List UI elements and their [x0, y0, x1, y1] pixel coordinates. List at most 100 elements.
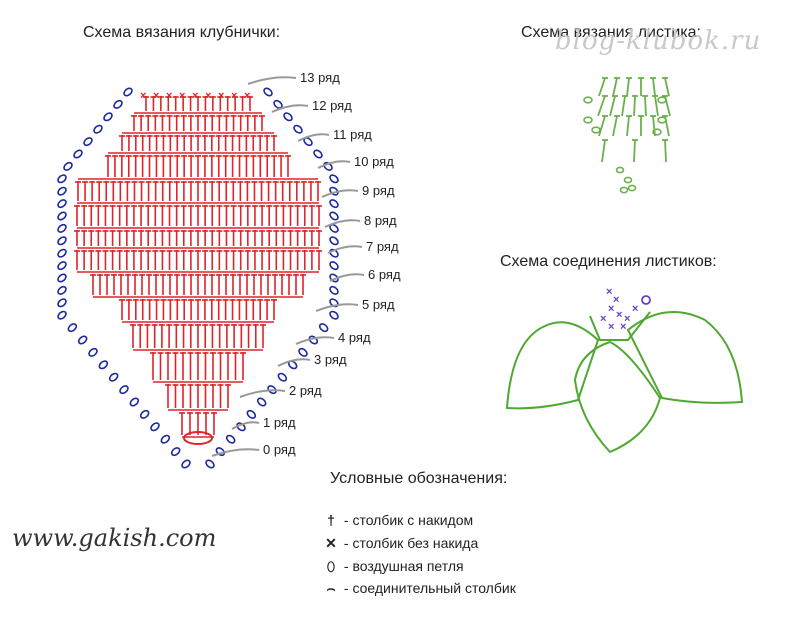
chain-stitch — [108, 372, 119, 382]
chain-stitch — [256, 397, 267, 407]
row-label: 4 ряд — [338, 330, 371, 345]
center-cup-shape — [589, 311, 651, 341]
row-leader — [297, 133, 330, 142]
single-crochet-mark: × — [205, 90, 211, 102]
chain-stitch — [329, 261, 339, 271]
strawberry-red-stitches: ××××××××× — [74, 90, 322, 445]
row-label: 10 ряд — [354, 154, 394, 169]
joining-single-crochet: × — [600, 313, 606, 325]
single-crochet-mark: × — [166, 90, 172, 102]
chain-stitch — [329, 248, 339, 258]
magic-ring — [183, 431, 213, 445]
strawberry-blue-outline — [57, 87, 339, 469]
chain-stitch — [160, 434, 171, 444]
chain-stitch — [57, 310, 67, 320]
single-crochet-icon: ✕ — [325, 535, 337, 551]
chain-stitch — [57, 223, 67, 233]
leaf-stitch — [601, 139, 606, 163]
chain-stitch — [313, 149, 323, 159]
chain-stitch — [57, 248, 67, 258]
leaf-stitch — [664, 139, 667, 163]
chain-stitch — [150, 422, 160, 432]
leaf-chain — [619, 186, 629, 194]
row-leader — [277, 358, 311, 367]
legend-item-chain-stitch: ⬯ - воздушная петля — [322, 558, 464, 575]
row-label: 8 ряд — [364, 213, 397, 228]
chain-stitch — [273, 99, 283, 109]
chain-stitch — [329, 174, 339, 184]
chain-stitch — [57, 199, 67, 209]
row-label: 11 ряд — [333, 127, 372, 142]
leaf-stitch — [633, 139, 636, 163]
chain-stitch — [329, 199, 339, 209]
row-leader — [295, 336, 335, 345]
chain-stitch — [57, 211, 67, 221]
leaf-chain — [657, 116, 667, 124]
chain-stitch — [88, 347, 98, 357]
chain-stitch — [329, 285, 339, 295]
chain-stitch — [283, 112, 293, 122]
chain-stitch — [77, 335, 88, 345]
leaf-stitch — [609, 95, 616, 117]
leaf-stitch — [598, 115, 606, 137]
leaf-chart — [583, 77, 671, 194]
row-leader — [317, 160, 351, 169]
leaf-stitch — [612, 115, 618, 137]
leaf-stitch — [598, 77, 606, 97]
chain-stitch — [277, 372, 288, 382]
chain-stitch — [170, 447, 181, 457]
joining-single-crochet: × — [606, 286, 612, 298]
chain-stitch — [57, 298, 67, 308]
leaf-chain — [583, 116, 593, 124]
row-label: 9 ряд — [362, 183, 395, 198]
joining-diagram: ××××××××× — [505, 286, 744, 454]
legend-text-chain-stitch: - воздушная петля — [343, 558, 464, 574]
leaf-stitch — [654, 95, 659, 117]
joining-single-crochet: × — [608, 303, 614, 315]
chain-stitch — [57, 285, 67, 295]
leaf-stitch — [664, 77, 670, 97]
chain-stitch — [98, 360, 109, 370]
joining-single-crochet: × — [624, 313, 630, 325]
chain-stitch — [298, 347, 308, 357]
slip-stitch-icon: ⌢ — [326, 580, 336, 596]
watermark-top: blog-klubok.ru — [555, 26, 762, 56]
leaf-stitch — [597, 95, 606, 117]
leaf-chain — [627, 184, 637, 192]
chain-stitch — [67, 323, 78, 333]
leaf-stitch — [626, 115, 630, 137]
leaf-stitch — [633, 95, 636, 117]
row-label: 6 ряд — [368, 267, 401, 282]
legend-text-single-crochet: - столбик без накида — [343, 535, 479, 551]
chain-stitch — [57, 186, 67, 196]
chain-stitch — [83, 137, 93, 147]
row-leader — [211, 448, 260, 457]
chain-stitch — [246, 409, 257, 419]
chain-stitch — [57, 261, 67, 271]
legend-text-double-crochet: - столбик с накидом — [343, 512, 474, 528]
chain-stitch — [318, 323, 329, 333]
strawberry-chart-title: Схема вязания клубнички: — [83, 24, 281, 41]
left-leaf-shape — [505, 321, 600, 410]
leaf-chain — [583, 96, 593, 104]
row-label: 3 ряд — [314, 352, 347, 367]
legend-title: Условные обозначения: — [330, 470, 508, 487]
chain-stitch — [119, 385, 129, 395]
chain-stitch — [329, 236, 339, 246]
joining-single-crochet: × — [616, 309, 622, 321]
chain-stitch — [103, 112, 113, 122]
joining-chart-title: Схема соединения листиков: — [500, 253, 717, 270]
chain-stitch — [329, 211, 339, 221]
joining-single-crochet: × — [608, 321, 614, 333]
single-crochet-mark: × — [179, 90, 185, 102]
chain-stitch — [57, 236, 67, 246]
leaf-stitch — [644, 95, 647, 117]
chain-stitch — [113, 99, 123, 109]
joining-chain — [641, 295, 651, 305]
row-label: 7 ряд — [366, 239, 399, 254]
leaf-chain — [615, 166, 625, 174]
leaf-chain — [591, 126, 601, 134]
chain-stitch — [57, 273, 67, 283]
row-leader — [315, 303, 359, 312]
single-crochet-mark: × — [140, 90, 146, 102]
